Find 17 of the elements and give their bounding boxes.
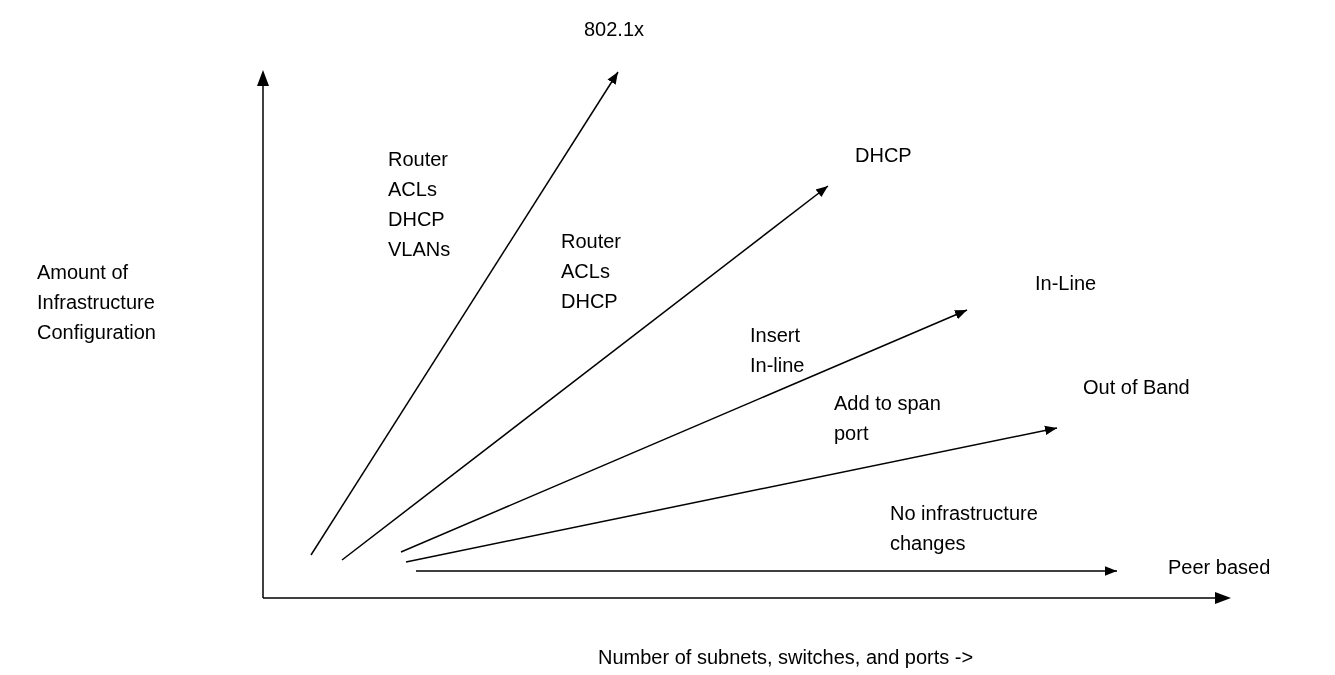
edge-label: Router ACLs DHCP VLANs	[388, 147, 452, 262]
arrow-target-label: Peer based	[1168, 552, 1271, 582]
arrow	[310, 71, 619, 556]
arrow	[415, 566, 1118, 576]
x-axis-label: Number of subnets, switches, and ports ->	[598, 645, 974, 670]
y-axis-label: Amount of Infrastructure Configuration	[37, 260, 157, 345]
arrow-target-label: In-Line	[1035, 268, 1097, 298]
arrow	[405, 425, 1058, 563]
arrow-target-label: Out of Band	[1083, 372, 1190, 402]
edge-label: Router ACLs DHCP	[561, 229, 623, 314]
arrow	[400, 309, 968, 553]
arrow-target-label: 802.1x	[584, 14, 645, 44]
arrow	[341, 185, 829, 561]
edge-label: Insert In-line	[750, 323, 806, 378]
edge-label: Add to span port	[834, 391, 942, 446]
edge-label: No infrastructure changes	[890, 501, 1039, 556]
arrow-target-label: DHCP	[855, 140, 912, 170]
